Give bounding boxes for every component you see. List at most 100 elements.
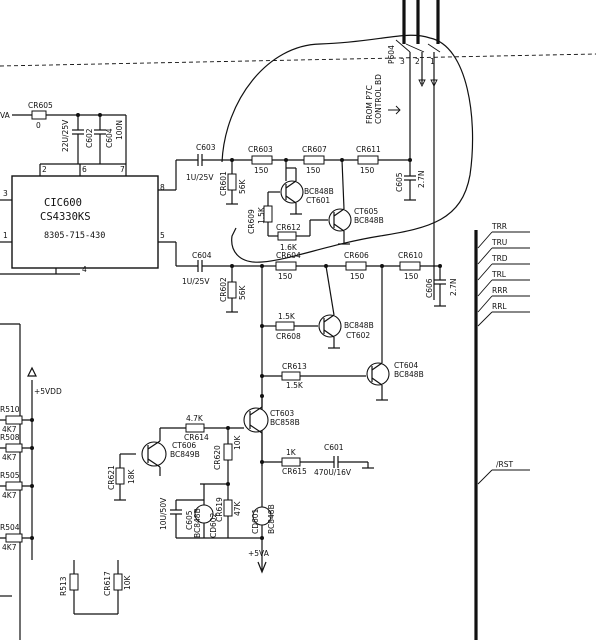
resistor-cr610 bbox=[399, 261, 421, 271]
resistor-cr602 bbox=[227, 281, 237, 299]
cr610-value: 150 bbox=[404, 272, 419, 281]
right-bus: TRR TRU TRD TRL RRR RRL /RST bbox=[474, 222, 530, 640]
resistor-ladder: +5VDD R510 4K7 R508 4K7 R505 4K7 R504 4K… bbox=[0, 323, 132, 640]
c602-value: 22U/25V bbox=[61, 119, 70, 152]
resistor-cr619 bbox=[223, 499, 233, 517]
cd602-ref: CD602 bbox=[209, 512, 218, 538]
ct606-ref: CT606 bbox=[172, 441, 196, 450]
resistor-r504 bbox=[5, 533, 23, 543]
cr614-value: 4.7K bbox=[186, 414, 204, 423]
ic-pin-7: 7 bbox=[120, 165, 125, 174]
c606-value: 2.7N bbox=[449, 278, 458, 296]
cr609-ref: CR609 bbox=[247, 209, 256, 234]
ic-pin-3: 3 bbox=[3, 189, 8, 198]
rail-label-va: VA bbox=[0, 111, 11, 120]
ct604-type: BC848B bbox=[394, 370, 424, 379]
cr611-ref: CR611 bbox=[356, 145, 381, 154]
cr615-ref: CR615 bbox=[282, 467, 307, 476]
c605-value: 2.7N bbox=[417, 170, 426, 188]
transistor-ct602: BC848B CT602 bbox=[318, 265, 374, 349]
c605b-ref: C605 bbox=[185, 510, 194, 530]
bus-label-trd: TRD bbox=[491, 254, 508, 263]
transistor-ct601: BC848B CT601 bbox=[280, 160, 334, 215]
upper-channel: C603 1U/25V CR601 56K CR603 150 CR607 15… bbox=[158, 143, 426, 252]
ct603-type: BC858B bbox=[270, 418, 300, 427]
lower-channel: C604 1U/25V CR602 56K CR604 150 CR606 15… bbox=[158, 241, 458, 466]
ic-pin-2: 2 bbox=[42, 165, 47, 174]
r510-ref: R510 bbox=[0, 405, 20, 414]
cr608-value: 1.5K bbox=[278, 312, 296, 321]
connector-pin-3: 3 bbox=[400, 57, 405, 66]
ic-pin-6: 6 bbox=[82, 165, 87, 174]
cr602-value: 56K bbox=[238, 284, 247, 300]
resistor-cr608 bbox=[275, 321, 295, 331]
cr608-ref: CR608 bbox=[276, 332, 301, 341]
c601-ref: C601 bbox=[324, 443, 344, 452]
resistor-cr607 bbox=[303, 155, 325, 165]
ic-pin-1: 1 bbox=[3, 231, 8, 240]
cr611-value: 150 bbox=[360, 166, 375, 175]
transistor-ct603: CT603 BC858B bbox=[243, 396, 300, 440]
r508-value: 4K7 bbox=[2, 453, 17, 462]
c604n-ref: C604 bbox=[105, 128, 114, 148]
r505-value: 4K7 bbox=[2, 491, 17, 500]
resistor-cr604 bbox=[275, 261, 297, 271]
resistor-cr611 bbox=[357, 155, 379, 165]
cr615-value: 1K bbox=[286, 448, 297, 457]
cr604-ref: CR604 bbox=[276, 251, 301, 260]
ic-number: 8305-715-430 bbox=[44, 231, 105, 241]
c605b-value: 10U/50V bbox=[159, 497, 168, 530]
c603-ref: C603 bbox=[196, 143, 216, 152]
ic-cic600: CIC600 CS4330KS 8305-715-430 3 1 2 6 7 8… bbox=[0, 164, 165, 275]
resistor-cr613 bbox=[281, 371, 301, 381]
bus-label-rst: /RST bbox=[496, 460, 513, 469]
cr614-ref: CR614 bbox=[184, 433, 209, 442]
connector-ref: P604 bbox=[387, 45, 396, 64]
resistor-cr615 bbox=[281, 457, 301, 467]
resistor-cr601 bbox=[227, 173, 237, 191]
c604-ref: C604 bbox=[192, 251, 212, 260]
cr610-ref: CR610 bbox=[398, 251, 423, 260]
ic-pin-5: 5 bbox=[160, 231, 165, 240]
resistor-cr606 bbox=[345, 261, 367, 271]
cr621-value: 18K bbox=[127, 468, 136, 484]
resistor-r505 bbox=[5, 481, 23, 491]
ic-part: CS4330KS bbox=[40, 211, 91, 223]
connector-cable: P604 3 2 1 FROM P7C CONTROL BD bbox=[0, 0, 596, 300]
c602-ref: C602 bbox=[85, 128, 94, 148]
bus-label-trr: TRR bbox=[491, 222, 507, 231]
cr605-value: 0 bbox=[36, 121, 41, 130]
resistor-cr617 bbox=[113, 573, 123, 591]
ic-pin-8: 8 bbox=[160, 183, 165, 192]
rail-label-5va: +5VA bbox=[248, 549, 270, 558]
r504-ref: R504 bbox=[0, 523, 20, 532]
ic-pin-4: 4 bbox=[82, 265, 87, 274]
cr619-ref: CR619 bbox=[215, 497, 224, 522]
c604-value: 1U/25V bbox=[182, 277, 210, 286]
bus-label-tru: TRU bbox=[491, 238, 507, 247]
cd601-ref: CD601 bbox=[251, 508, 260, 534]
r505-ref: R505 bbox=[0, 471, 20, 480]
r504-value: 4K7 bbox=[2, 543, 17, 552]
cr609-value: 1.5K bbox=[257, 206, 266, 224]
ct605-ref: CT605 bbox=[354, 207, 378, 216]
transistor-ct604: CT604 BC848B bbox=[366, 266, 424, 401]
transistor-cd602: CD602 BC848B bbox=[193, 484, 218, 538]
r508-ref: R508 bbox=[0, 433, 20, 442]
c601-value: 470U/16V bbox=[314, 468, 352, 477]
resistor-cr614 bbox=[185, 423, 205, 433]
ct601-type: BC848B bbox=[304, 187, 334, 196]
ct601-ref: CT601 bbox=[306, 196, 330, 205]
cr619-value: 47K bbox=[233, 500, 242, 516]
ct605-type: BC848B bbox=[354, 216, 384, 225]
c603-value: 1U/25V bbox=[186, 173, 214, 182]
cr601-ref: CR601 bbox=[219, 171, 228, 196]
cr607-ref: CR607 bbox=[302, 145, 327, 154]
cr612-ref: CR612 bbox=[276, 223, 301, 232]
cr607-value: 150 bbox=[306, 166, 321, 175]
cr603-value: 150 bbox=[254, 166, 269, 175]
cr620-ref: CR620 bbox=[213, 445, 222, 470]
cd601-type: BC848B bbox=[267, 504, 276, 534]
cd602-type: BC848B bbox=[193, 508, 202, 538]
resistor-cr612 bbox=[277, 231, 297, 241]
